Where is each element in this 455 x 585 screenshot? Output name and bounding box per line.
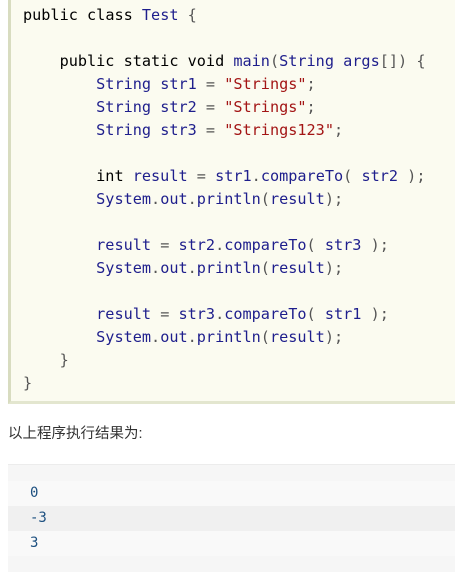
result-caption: 以上程序执行结果为: [8, 426, 143, 442]
code-line: } [59, 351, 69, 369]
code-line: public class Test { [23, 6, 197, 24]
code-line: System.out.println(result); [96, 259, 344, 277]
code-line: int result = str1.compareTo( str2 ); [96, 167, 426, 185]
code-line: System.out.println(result); [96, 328, 344, 346]
code-line: public static void main(String args[]) { [59, 52, 426, 70]
code-line: String str3 = "Strings123"; [96, 121, 344, 139]
output-line: 0 [8, 481, 455, 506]
code-line: result = str3.compareTo( str1 ); [96, 305, 389, 323]
code-line: } [23, 374, 33, 392]
output-line: 3 [8, 531, 455, 556]
code-line: String str1 = "Strings"; [96, 75, 316, 93]
code-block: public class Test { public static void m… [8, 0, 455, 404]
code-line: result = str2.compareTo( str3 ); [96, 236, 389, 254]
code-line: System.out.println(result); [96, 190, 344, 208]
output-line: -3 [8, 506, 455, 531]
code-line: String str2 = "Strings"; [96, 98, 316, 116]
